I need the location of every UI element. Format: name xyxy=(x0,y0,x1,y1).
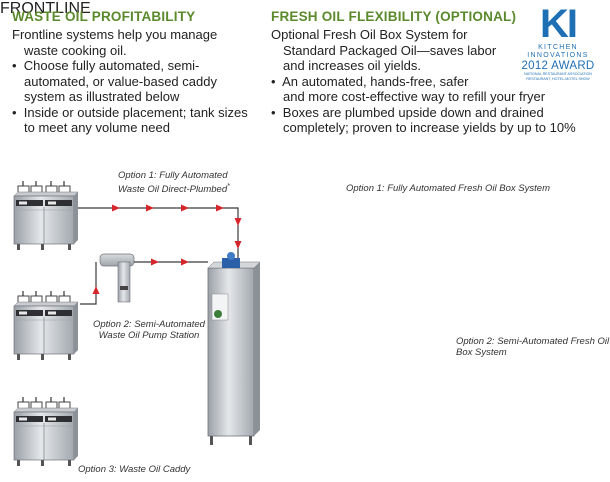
caption-waste-option1: Option 1: Fully Automated Waste Oil Dire… xyxy=(118,170,230,195)
bullet-text: to meet any volume need xyxy=(24,120,170,135)
waste-oil-pump-station xyxy=(99,253,135,303)
bullet-text: system as illustrated below xyxy=(24,89,180,104)
logo-year: 2012 AWARD xyxy=(521,60,595,72)
logo-letters: KI xyxy=(540,2,578,46)
logo-small1: NATIONAL RESTAURANT ASSOCIATION xyxy=(524,72,592,76)
caption-line: Option 1: Fully Automated xyxy=(118,170,228,181)
caption-waste-option2: Option 2: Semi-Automated Waste Oil Pump … xyxy=(93,319,205,341)
fresh-oil-text-block: Optional Fresh Oil Box System for Standa… xyxy=(271,27,601,136)
bullet-text: Choose fully automated, semi- xyxy=(23,58,200,73)
caption-line: Option 2: Semi-Automated xyxy=(93,319,205,330)
fryer-option3 xyxy=(13,396,79,467)
waste-line-option2a xyxy=(80,262,97,305)
caption-line: Waste Oil Pump Station xyxy=(98,330,200,341)
fryer-option1 xyxy=(13,180,79,251)
fryer-option2 xyxy=(13,290,79,361)
bullet-text: An automated, hands-free, safer xyxy=(282,73,469,89)
bullet-text: Inside or outside placement; tank sizes xyxy=(23,104,248,120)
fresh-oil-intro-line3: and increases oil yields. xyxy=(283,58,422,73)
fresh-oil-intro-line1: Optional Fresh Oil Box System for xyxy=(271,27,468,42)
logo-line2: INNOVATIONS xyxy=(527,52,589,59)
tank-label: FRONTLINE xyxy=(0,0,91,17)
logo-small2: RESTAURANT, HOTEL-MOTEL SHOW xyxy=(526,76,590,81)
waste-oil-tank xyxy=(207,252,261,445)
bullet-text: Boxes are plumbed upside down and draine… xyxy=(282,104,544,120)
waste-line-option1 xyxy=(78,207,239,262)
waste-oil-intro-line1: Frontline systems help you manage xyxy=(12,27,218,42)
caption-waste-option3: Option 3: Waste Oil Caddy xyxy=(78,464,191,475)
waste-oil-intro-line2: waste cooking oil. xyxy=(24,42,127,58)
fresh-oil-bullet-2: • Boxes are plumbed upside down and drai… xyxy=(271,104,576,136)
waste-oil-bullet-1: • Choose fully automated, semi-automated… xyxy=(12,58,217,104)
fresh-oil-intro-line2: Standard Packaged Oil—saves labor xyxy=(283,42,497,58)
bullet-text: completely; proven to increase yields by… xyxy=(283,120,576,135)
kitchen-innovations-logo: KI KITCHEN INNOVATIONS 2012 AWARD NATION… xyxy=(516,4,600,81)
bullet-text: and more cost-effective way to refill yo… xyxy=(283,89,546,104)
waste-oil-heading: WASTE OIL PROFITABILITY xyxy=(12,9,196,24)
caption-fresh-option2: Option 2: Semi-Automated Fresh Oil Box S… xyxy=(456,336,610,358)
waste-oil-bullet-2: • Inside or outside placement; tank size… xyxy=(12,104,248,136)
fresh-oil-heading: FRESH OIL FLEXIBILITY (OPTIONAL) xyxy=(271,9,517,24)
caption-fresh-option1: Option 1: Fully Automated Fresh Oil Box … xyxy=(346,183,550,194)
bullet-text: automated, or value-based caddy xyxy=(24,73,217,89)
logo-line1: KITCHEN xyxy=(538,44,578,51)
caption-line: Waste Oil Direct-Plumbed xyxy=(118,184,228,196)
waste-oil-text-block: Frontline systems help you manage waste … xyxy=(12,27,274,136)
caption-footnote-mark: * xyxy=(227,183,230,190)
